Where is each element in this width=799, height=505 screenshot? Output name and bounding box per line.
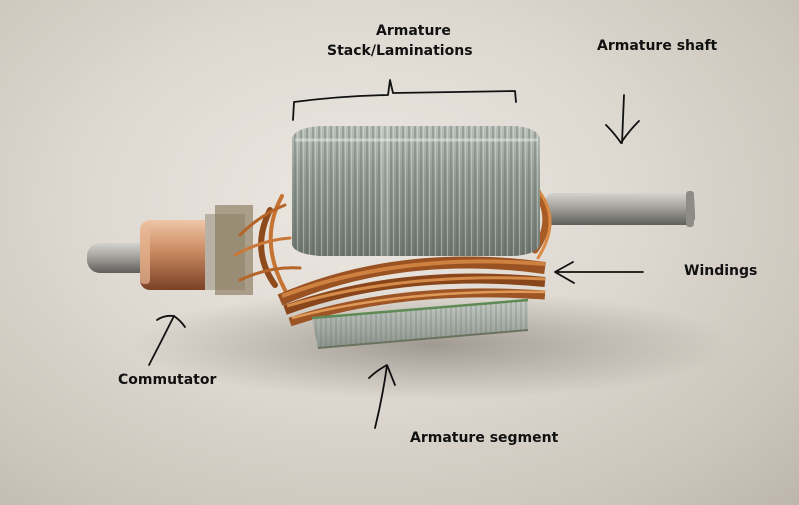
shaft-arrow	[605, 94, 640, 144]
stack-label-line1: Armature	[376, 23, 451, 39]
cast-shadow	[130, 290, 730, 400]
left-shaft-end	[87, 243, 157, 273]
stack-label-line2: Stack/Laminations	[327, 43, 473, 59]
armature-stack	[292, 126, 540, 256]
commutator-arrow	[148, 314, 186, 366]
segment-label: Armature segment	[410, 430, 559, 446]
armature-segment-part	[311, 298, 529, 349]
annotation-marks	[148, 79, 644, 429]
commutator-label: Commutator	[118, 372, 217, 388]
windings-lower	[277, 256, 546, 327]
windings-label: Windings	[684, 263, 758, 279]
armature-shaft	[545, 191, 695, 227]
segment-arrow	[368, 364, 396, 429]
commutator-part	[140, 205, 253, 295]
shaft-label: Armature shaft	[597, 38, 718, 54]
stack-bracket	[292, 79, 517, 121]
windings-arrow	[554, 261, 644, 284]
